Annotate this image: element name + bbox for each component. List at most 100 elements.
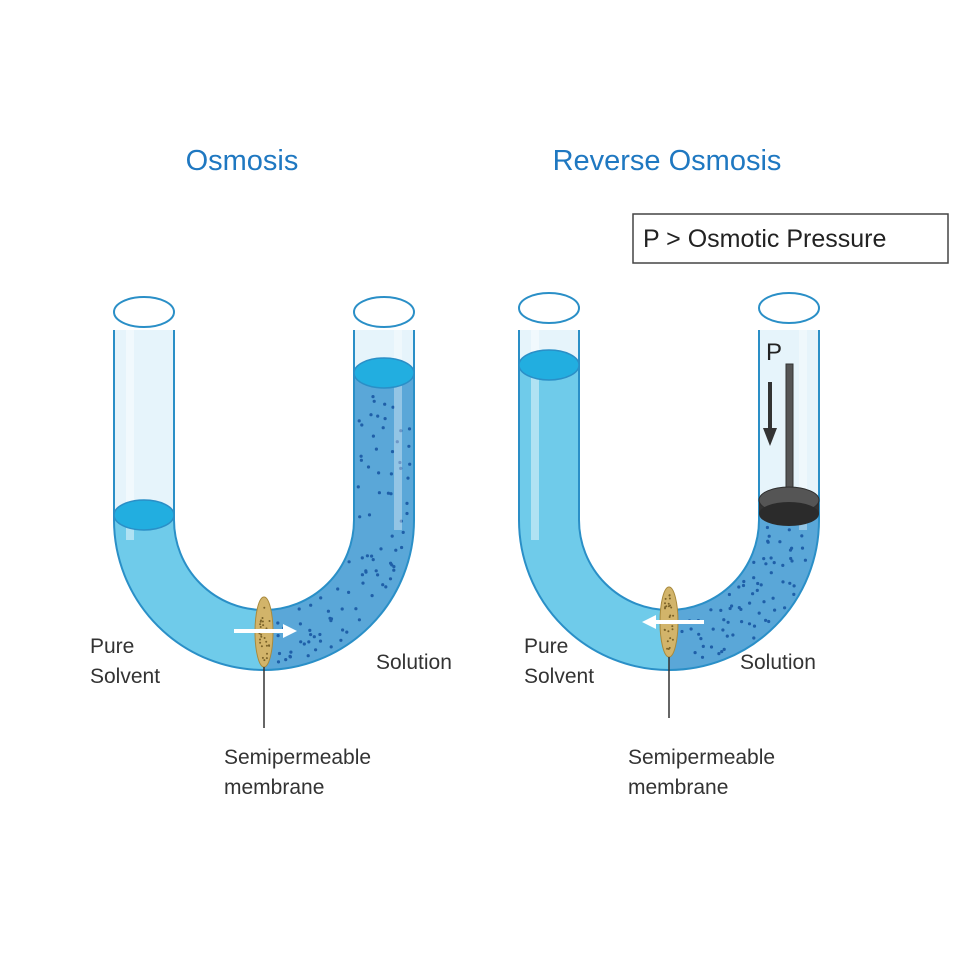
solute-particle [731, 633, 735, 637]
solute-particle [783, 606, 787, 610]
solute-particle [709, 645, 714, 649]
reverse-solution-label: Solution [740, 651, 816, 674]
solute-particle [765, 525, 770, 530]
solute-particle [752, 576, 756, 580]
solute-particle [771, 596, 775, 600]
membrane-pore [672, 614, 675, 617]
membrane-pore [663, 629, 666, 631]
solute-particle [700, 655, 705, 659]
membrane-pore [265, 640, 268, 643]
membrane-pore [259, 641, 262, 644]
solute-particle [788, 548, 793, 552]
membrane-pore [260, 645, 263, 648]
solute-particle [392, 565, 396, 569]
solute-particle [347, 590, 351, 595]
solute-particles [276, 395, 412, 664]
solute-particle [752, 560, 756, 565]
svg-text:Semipermeable membrane: Semipermeable membrane [224, 746, 377, 799]
solute-particle [299, 640, 303, 644]
solute-particle [399, 466, 403, 470]
membrane-pore [263, 659, 266, 662]
solute-particle [401, 530, 405, 535]
reverse-solution [669, 505, 819, 670]
solute-particle [384, 585, 388, 589]
osmosis-membrane-label-1: Semipermeable [224, 746, 371, 769]
solute-particle [762, 600, 766, 604]
membrane-pore [667, 648, 670, 650]
solute-particle [298, 622, 302, 626]
solute-particle [773, 608, 777, 612]
solute-particle [371, 558, 375, 562]
solute-particle [800, 534, 804, 538]
solute-particle [389, 561, 393, 565]
solute-particle [297, 607, 301, 611]
solute-particle [376, 573, 380, 577]
solute-particle [360, 423, 364, 427]
solute-particle [308, 628, 312, 633]
solute-particle [357, 419, 361, 423]
membrane-pore [261, 620, 264, 623]
osmosis-membrane-label-2: membrane [224, 776, 324, 799]
membrane-pore [665, 605, 668, 608]
solute-particle [329, 617, 334, 621]
solute-particle [737, 585, 741, 589]
osmosis-flow-arrow [234, 624, 297, 638]
reverse-left-opening [518, 292, 580, 324]
solute-particle [358, 515, 362, 519]
solute-particle [388, 577, 393, 581]
solute-particle [727, 592, 732, 597]
solute-particle [756, 581, 760, 586]
membrane-pore [259, 638, 261, 641]
solute-particle [356, 485, 360, 489]
pressure-box-text: P > Osmotic Pressure [643, 225, 886, 253]
solute-particle [390, 450, 395, 454]
solute-particle [395, 440, 399, 444]
reverse-membrane-label-2: membrane [628, 776, 728, 799]
membrane-pore [259, 626, 262, 628]
piston [758, 363, 820, 526]
solute-particle [371, 434, 375, 438]
solute-particle [289, 650, 293, 654]
membrane-pore [667, 602, 670, 605]
solute-particle [719, 608, 723, 613]
solute-particle [340, 607, 344, 611]
solute-particle [377, 471, 381, 475]
solute-particle [336, 587, 340, 591]
solute-particle [680, 629, 684, 634]
solute-particle [769, 571, 773, 575]
membrane-pore [669, 614, 672, 617]
solute-particle [383, 417, 387, 421]
solute-particle [722, 618, 726, 622]
solute-particle [288, 655, 292, 659]
solute-particle [284, 658, 288, 662]
solute-particle [357, 618, 361, 622]
solute-particle [772, 561, 776, 565]
solute-particle [405, 501, 409, 505]
solute-particle [800, 546, 805, 550]
solute-particle [309, 603, 313, 607]
solute-particle [766, 540, 770, 544]
solute-particle [360, 556, 364, 560]
solute-particle [371, 395, 375, 399]
solute-particle [364, 569, 368, 573]
solute-particle [717, 652, 721, 656]
membrane-pore [670, 606, 673, 609]
pressure-down-arrow [763, 382, 777, 446]
svg-text:Pure Solvent: Pure Solvent [90, 635, 160, 688]
solute-particle [370, 554, 374, 558]
solute-particle [341, 628, 345, 632]
solute-particle [381, 426, 385, 430]
solute-particle [370, 594, 374, 598]
solute-particle [764, 562, 768, 566]
membrane-pore [669, 637, 672, 640]
solute-particle [788, 581, 792, 585]
membrane-pore [259, 623, 262, 626]
solute-particle [361, 581, 365, 585]
reverse-pure-label-2: Solvent [524, 665, 594, 688]
solute-particle [728, 606, 732, 611]
solute-particle [312, 635, 316, 639]
reverse-pure-label-1: Pure [524, 635, 568, 658]
solute-particle [374, 569, 378, 573]
osmosis-left-opening [113, 296, 175, 328]
